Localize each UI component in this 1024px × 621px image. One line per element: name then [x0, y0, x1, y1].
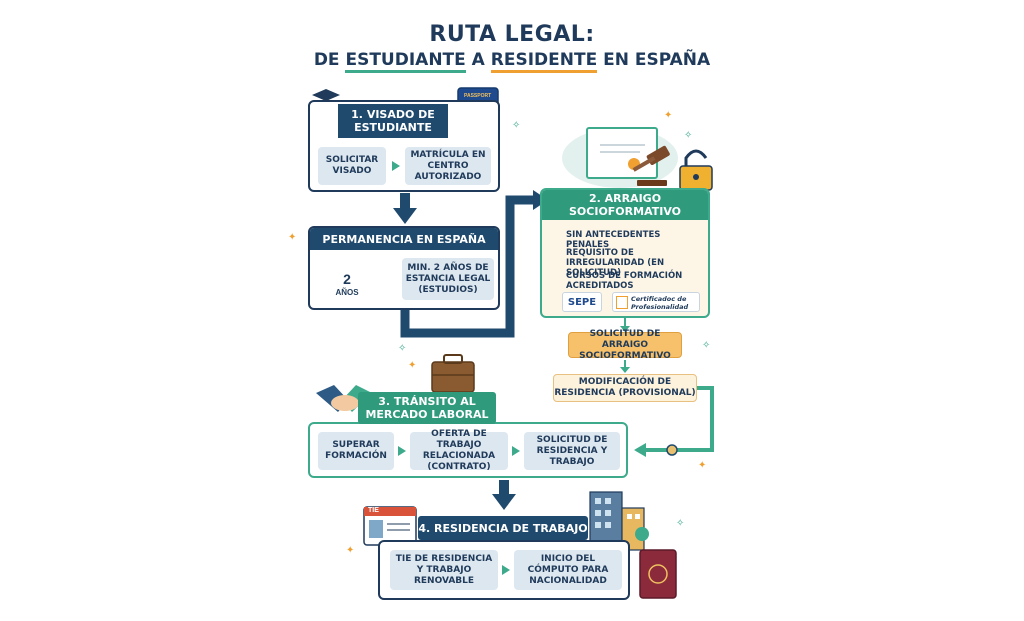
title-line-1: RUTA LEGAL:	[429, 22, 595, 47]
passport-red-icon	[639, 549, 677, 599]
gavel-icon	[632, 145, 670, 186]
step1-header-text: 1. VISADO DE ESTUDIANTE	[351, 108, 435, 134]
permanencia-header: PERMANENCIA EN ESPAÑA	[310, 228, 498, 250]
sepe-logo-text: SEPE	[567, 297, 597, 308]
step1-chip-solicitar: SOLICITAR VISADO	[318, 147, 386, 185]
sparkle-icon: ✦	[288, 232, 297, 243]
briefcase-icon	[431, 354, 475, 393]
arrow-head	[393, 208, 417, 224]
sparkle-icon: ✧	[684, 130, 693, 141]
arrow-icon	[392, 161, 400, 171]
title-residente: RESIDENTE	[490, 50, 598, 73]
sparkle-icon: ✦	[346, 545, 355, 556]
solicitud-arraigo: SOLICITUD DE ARRAIGO SOCIOFORMATIVO	[568, 329, 682, 361]
passport-label: PASSPORT	[464, 93, 492, 99]
step2-header: 2. ARRAIGO SOCIOFORMATIVO	[542, 190, 708, 220]
title-part: DE	[313, 50, 346, 70]
connector	[400, 193, 410, 209]
title-estudiante: ESTUDIANTE	[345, 50, 466, 73]
arrow-head	[492, 494, 516, 510]
step3-chip-superar: SUPERAR FORMACIÓN	[318, 432, 394, 470]
title-line-2: DE ESTUDIANTE A RESIDENTE EN ESPAÑA	[0, 50, 1024, 73]
step1-header: 1. VISADO DE ESTUDIANTE	[338, 104, 448, 138]
connector	[499, 480, 509, 496]
connector	[645, 386, 714, 452]
calendar-unit: AÑOS	[335, 288, 359, 297]
title-part: EN ESPAÑA	[597, 50, 711, 70]
step3-header-text: 3. TRÁNSITO AL MERCADO LABORAL	[365, 395, 489, 421]
sparkle-icon: ✦	[408, 360, 417, 371]
title-part: A	[465, 50, 491, 70]
arrow-head	[620, 367, 630, 373]
certificado-logo: Certificadoc de Profesionalidad	[612, 292, 700, 312]
certificado-check-icon	[616, 296, 628, 309]
lock-icon	[679, 149, 713, 191]
tie-label: TIE	[368, 507, 379, 514]
permanencia-chip: MIN. 2 AÑOS DE ESTANCIA LEGAL (ESTUDIOS)	[402, 258, 494, 300]
certificado-logo-text: Certificadoc de Profesionalidad	[631, 295, 689, 311]
check-item-antecedentes: SIN ANTECEDENTES PENALES	[566, 230, 661, 250]
sparkle-icon: ✧	[512, 120, 521, 131]
handshake-icon	[316, 385, 372, 412]
step1-chip-matricula: MATRÍCULA EN CENTRO AUTORIZADO	[405, 147, 491, 185]
step3-header: 3. TRÁNSITO AL MERCADO LABORAL	[358, 392, 496, 424]
sparkle-icon: ✧	[398, 343, 407, 354]
step3-chip-solicitud: SOLICITUD DE RESIDENCIA Y TRABAJO	[524, 432, 620, 470]
arrow-icon	[502, 565, 510, 575]
step4-chip-computo: INICIO DEL CÓMPUTO PARA NACIONALIDAD	[514, 550, 622, 590]
tie-card-icon	[363, 506, 417, 546]
step2-header-text: 2. ARRAIGO SOCIOFORMATIVO	[569, 192, 681, 218]
connector-node	[666, 444, 678, 456]
arrow-head	[634, 443, 646, 457]
modificacion-residencia: MODIFICACIÓN DE RESIDENCIA (PROVISIONAL)	[553, 374, 697, 402]
sparkle-icon: ✦	[698, 460, 707, 471]
sparkle-icon: ✧	[676, 518, 685, 529]
step4-header: 4. RESIDENCIA DE TRABAJO	[418, 516, 588, 540]
calendar-number: 2	[343, 271, 351, 287]
sepe-logo: SEPE	[562, 292, 602, 312]
step3-chip-oferta: OFERTA DE TRABAJO RELACIONADA (CONTRATO)	[410, 429, 508, 472]
check-item-irregularidad: REQUISITO DE IRREGULARIDAD (EN SOLICITUD…	[566, 248, 665, 278]
arrow-icon	[512, 446, 520, 456]
arrow-icon	[398, 446, 406, 456]
arrow-head	[620, 326, 630, 332]
sparkle-icon: ✧	[702, 340, 711, 351]
sparkle-icon: ✦	[664, 110, 673, 121]
connector	[400, 195, 535, 338]
check-item-cursos: CURSOS DE FORMACIÓN ACREDITADOS	[566, 271, 683, 291]
step4-chip-tie: TIE DE RESIDENCIA Y TRABAJO RENOVABLE	[390, 550, 498, 590]
